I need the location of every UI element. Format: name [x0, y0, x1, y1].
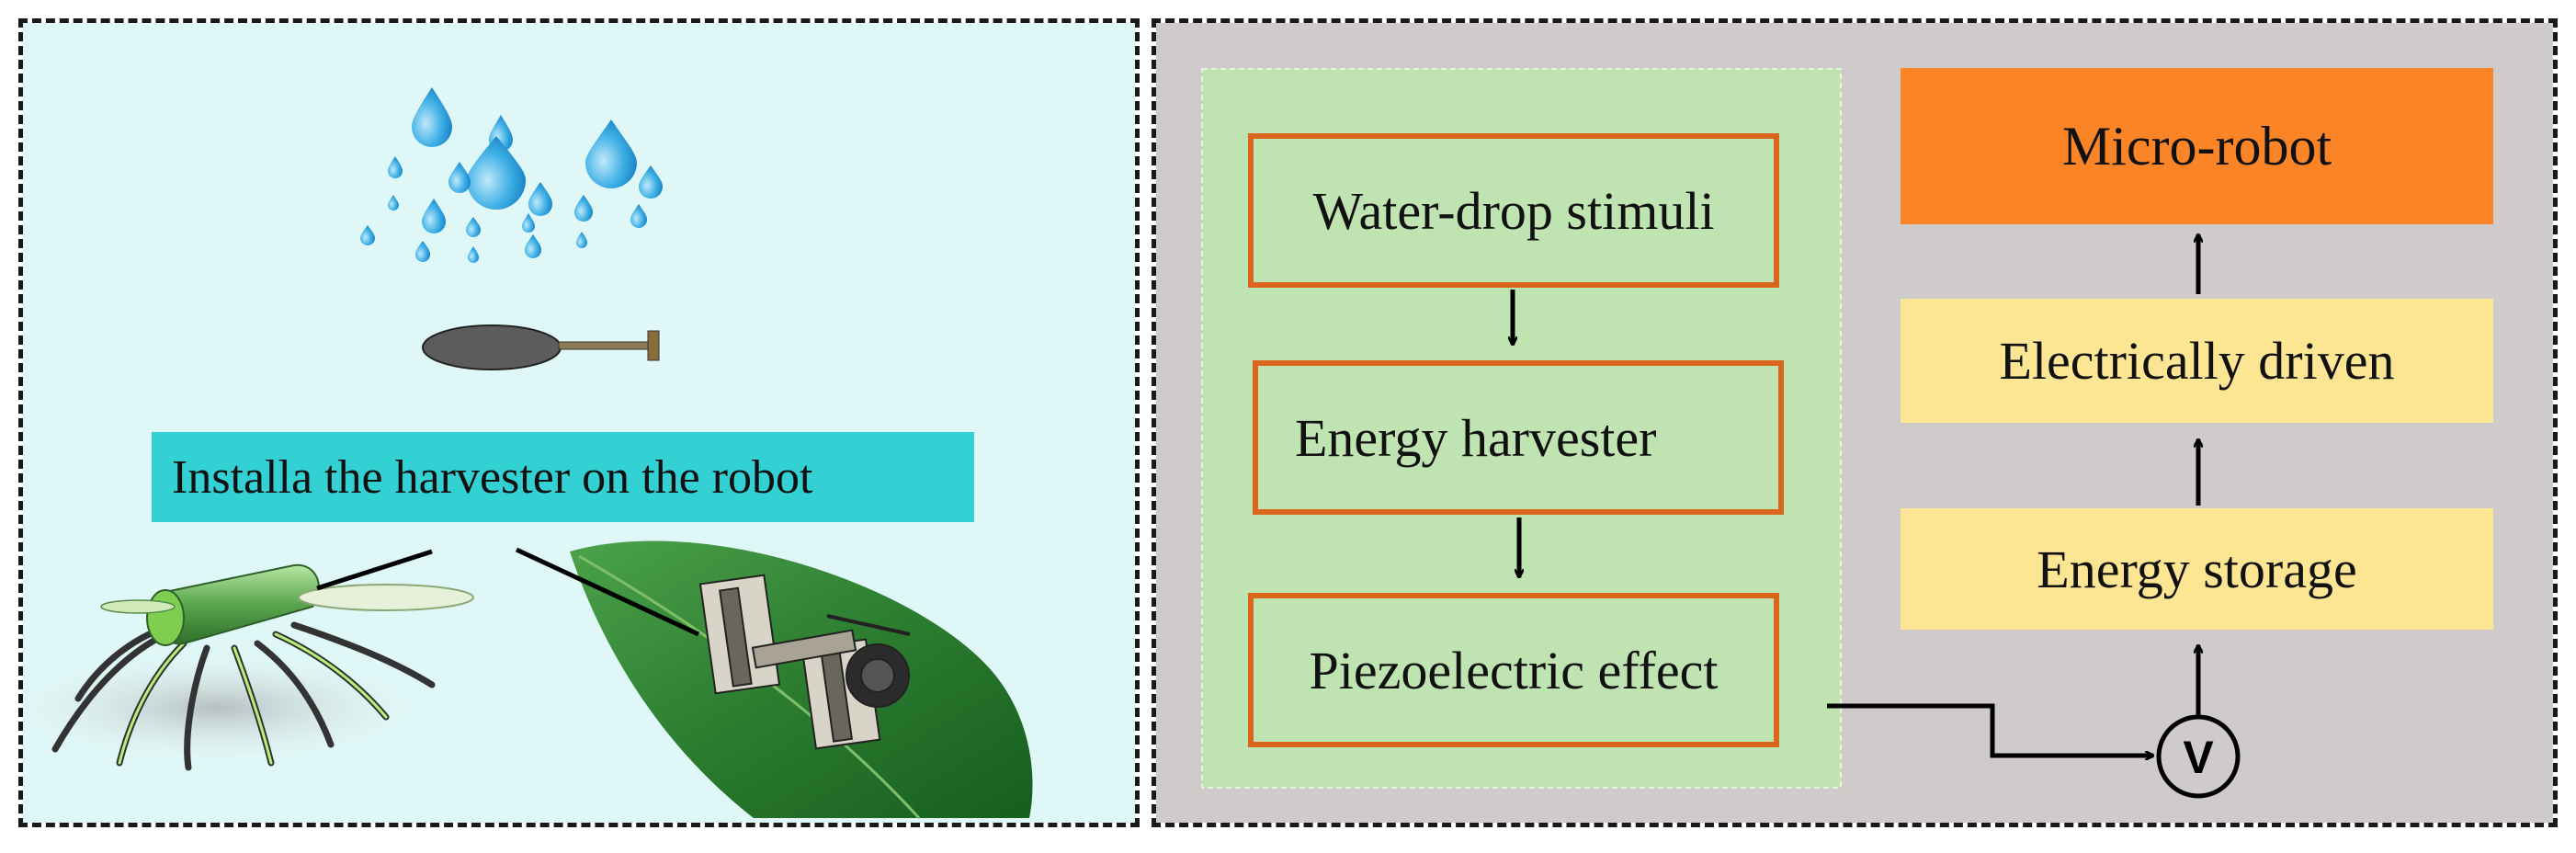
leaf-robot-photo: [515, 540, 1033, 820]
energy-harvester-box: Energy harvester: [1253, 360, 1784, 515]
arrow-piezo-to-voltmeter: [1827, 703, 2153, 756]
banner-label: Installa the harvester on the robot: [152, 432, 974, 522]
electrically-driven-box: Electrically driven: [1901, 299, 2493, 423]
water-drop-stimuli-box: Water-drop stimuli: [1248, 133, 1779, 288]
piezoelectric-effect-box: Piezoelectric effect: [1248, 593, 1779, 747]
left-panel: [18, 18, 1140, 827]
voltmeter-label: V: [2183, 732, 2214, 783]
right-panel: [1152, 18, 2558, 827]
harvester-paddle-icon: [422, 324, 660, 370]
robot-illustration: [23, 549, 474, 771]
energy-storage-box: Energy storage: [1901, 508, 2493, 630]
micro-robot-box: Micro-robot: [1901, 68, 2493, 224]
flow-arrows: [1513, 234, 2198, 756]
voltmeter-icon: V: [2156, 714, 2241, 799]
water-drop-icon: [360, 87, 663, 263]
